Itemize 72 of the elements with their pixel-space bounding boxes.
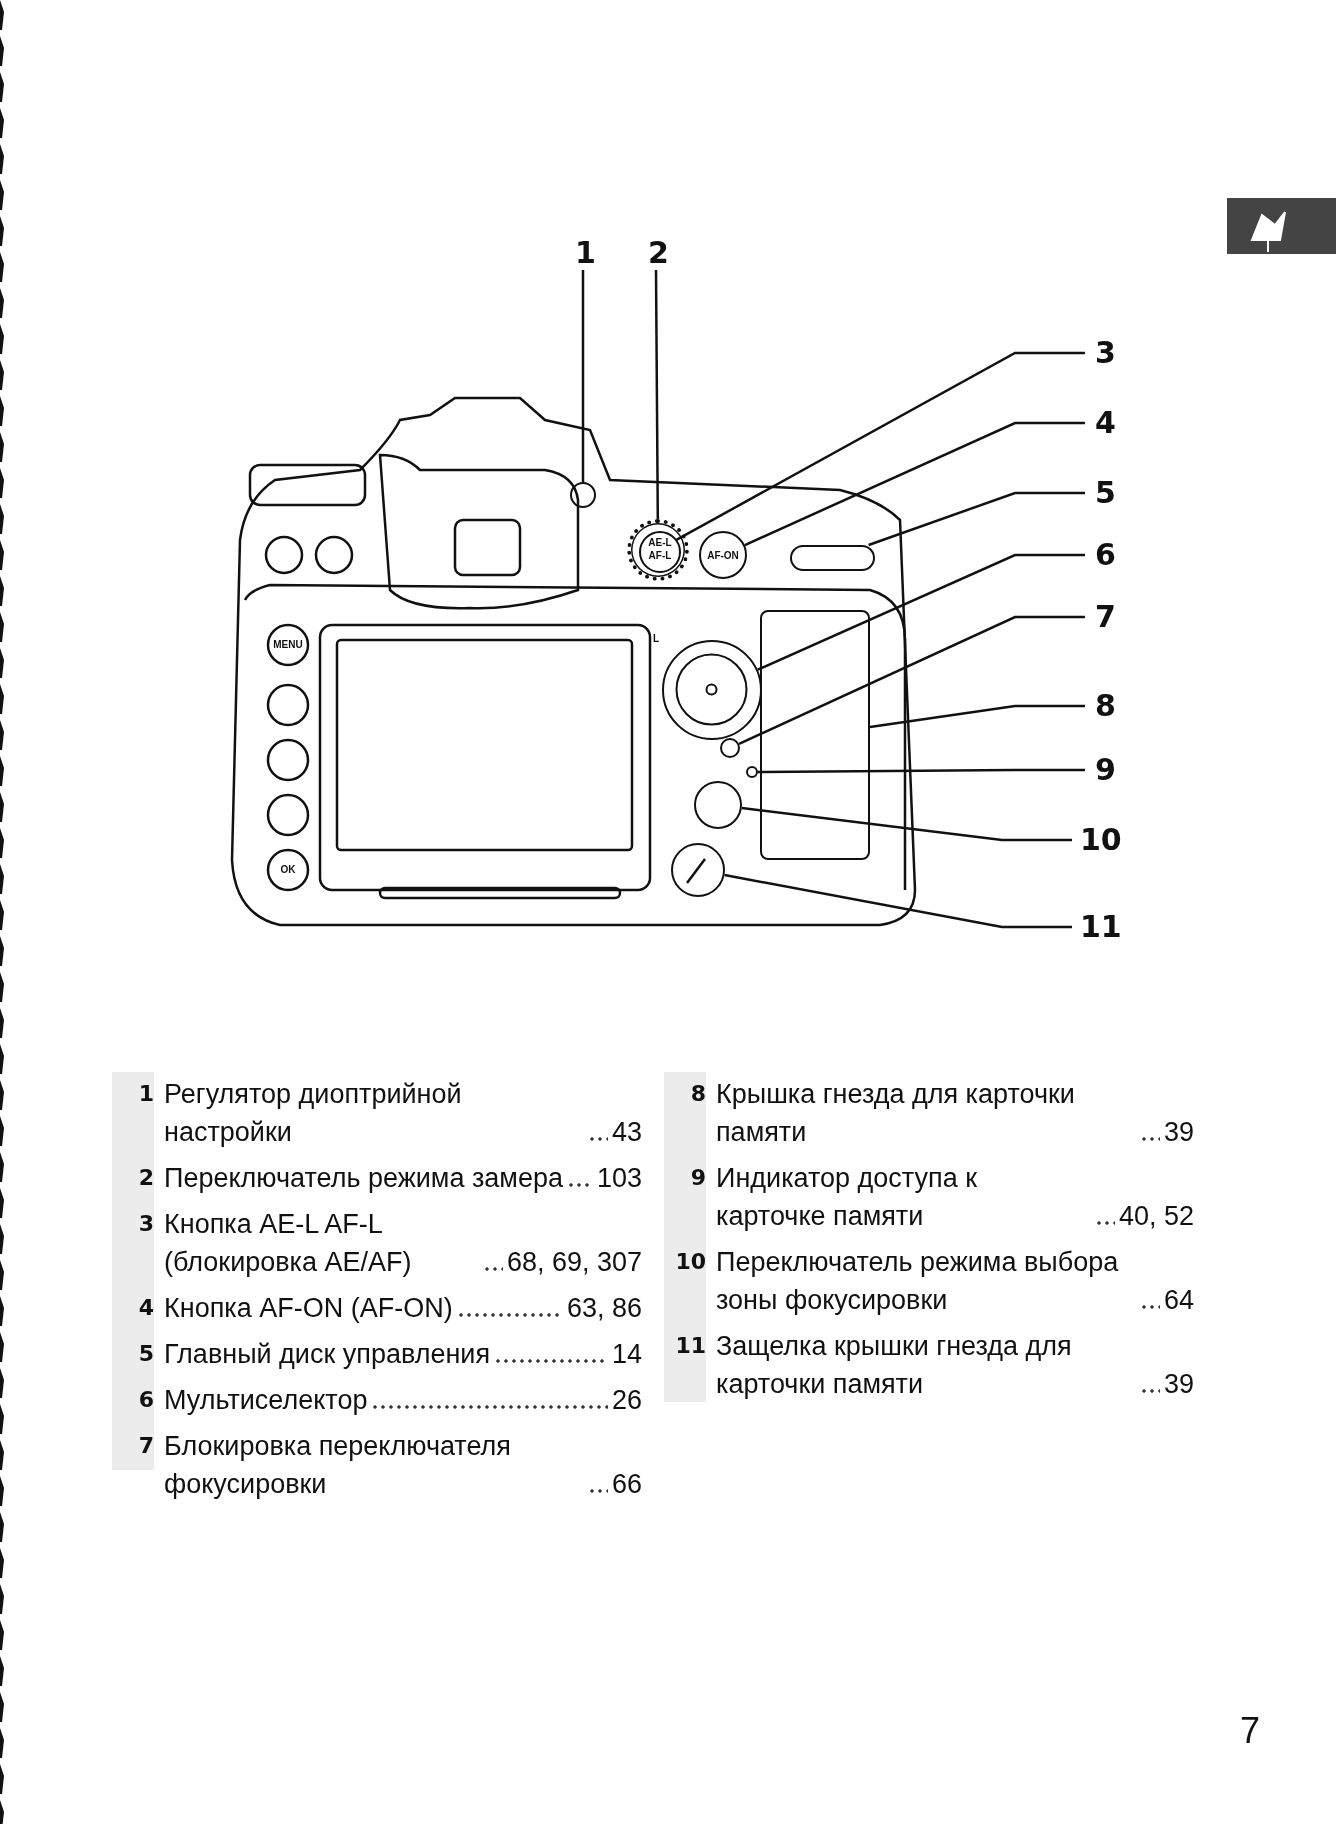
item-text: Главный диск управления bbox=[164, 1338, 491, 1371]
callout-number: 11 bbox=[1080, 911, 1122, 943]
round-button bbox=[671, 843, 725, 897]
page-reference: 43 bbox=[611, 1116, 642, 1149]
callout-number: 6 bbox=[1095, 539, 1116, 571]
item-number: 2 bbox=[137, 1164, 155, 1192]
item-number: 9 bbox=[689, 1164, 707, 1192]
item-text: Мультиселектор bbox=[164, 1384, 368, 1417]
page-number: 7 bbox=[1240, 1715, 1261, 1747]
page-reference: 14 bbox=[611, 1338, 642, 1371]
page-reference: 26 bbox=[611, 1384, 642, 1417]
leader-line bbox=[868, 491, 1085, 547]
item-text: Регулятор диоптрийной настройки bbox=[164, 1078, 463, 1149]
item-number: 1 bbox=[137, 1080, 155, 1108]
item-text: Крышка гнезда для карточки памяти bbox=[716, 1078, 1076, 1149]
callout-number: 1 bbox=[575, 237, 596, 269]
page-reference: 68, 69, 307 bbox=[506, 1246, 642, 1279]
leader-line bbox=[757, 553, 1085, 671]
leader-line bbox=[724, 873, 1072, 929]
item-text: Переключатель режима замера bbox=[164, 1162, 563, 1195]
item-text: Защелка крышки гнезда для карточки памяти bbox=[716, 1330, 1073, 1401]
item-text: Переключатель режима выбора зоны фокусировки bbox=[716, 1246, 1120, 1317]
item-text: Кнопка AE-L AF-L (блокировка AE/AF) bbox=[164, 1208, 413, 1279]
item-number: 5 bbox=[137, 1340, 155, 1368]
item-text: Индикатор доступа к карточке памяти bbox=[716, 1162, 978, 1233]
item-number: 10 bbox=[674, 1248, 707, 1276]
card-slot-cover bbox=[760, 610, 870, 860]
button-label: L bbox=[651, 633, 661, 644]
callout-number: 8 bbox=[1095, 690, 1116, 722]
round-button bbox=[694, 781, 742, 829]
page-reference: 63, 86 bbox=[566, 1292, 642, 1325]
round-button bbox=[699, 531, 747, 579]
round-button bbox=[570, 482, 596, 508]
page-reference: 40, 52 bbox=[1118, 1200, 1194, 1233]
callout-number: 5 bbox=[1095, 477, 1116, 509]
leader-line bbox=[869, 704, 1085, 729]
item-text: Блокировка переключателя фокусировки bbox=[164, 1430, 512, 1501]
leader-line bbox=[758, 768, 1085, 774]
page-reference: 103 bbox=[596, 1162, 642, 1195]
callout-number: 7 bbox=[1095, 601, 1116, 633]
leader-line bbox=[654, 270, 660, 519]
callout-number: 9 bbox=[1095, 754, 1116, 786]
leader-line bbox=[741, 806, 1072, 842]
callout-number: 10 bbox=[1080, 824, 1122, 856]
page-reference: 39 bbox=[1163, 1116, 1194, 1149]
round-button bbox=[720, 738, 740, 758]
button-label: AE-L bbox=[647, 537, 673, 548]
item-number: 4 bbox=[137, 1294, 155, 1322]
round-button bbox=[638, 530, 681, 573]
item-number: 7 bbox=[137, 1432, 155, 1460]
round-button bbox=[746, 766, 758, 778]
page-reference: 39 bbox=[1163, 1368, 1194, 1401]
command-dial bbox=[789, 545, 875, 571]
item-number: 11 bbox=[674, 1332, 707, 1360]
callout-number: 3 bbox=[1095, 337, 1116, 369]
item-number: 3 bbox=[137, 1210, 155, 1238]
page-reference: 66 bbox=[611, 1468, 642, 1501]
callout-number: 4 bbox=[1095, 407, 1116, 439]
item-text: Кнопка AF-ON (AF-ON) bbox=[164, 1292, 453, 1325]
leader-line bbox=[744, 421, 1085, 547]
round-button bbox=[662, 640, 762, 740]
button-label: OK bbox=[279, 864, 297, 875]
item-number: 6 bbox=[137, 1386, 155, 1414]
page-reference: 64 bbox=[1163, 1284, 1194, 1317]
button-label: AF-L bbox=[647, 550, 673, 561]
item-number: 8 bbox=[689, 1080, 707, 1108]
round-button bbox=[627, 519, 689, 581]
leader-line bbox=[738, 615, 1085, 745]
button-label: AF-ON bbox=[706, 550, 740, 561]
callout-number: 2 bbox=[648, 237, 669, 269]
button-label: MENU bbox=[272, 639, 304, 650]
leader-line bbox=[675, 351, 1085, 541]
